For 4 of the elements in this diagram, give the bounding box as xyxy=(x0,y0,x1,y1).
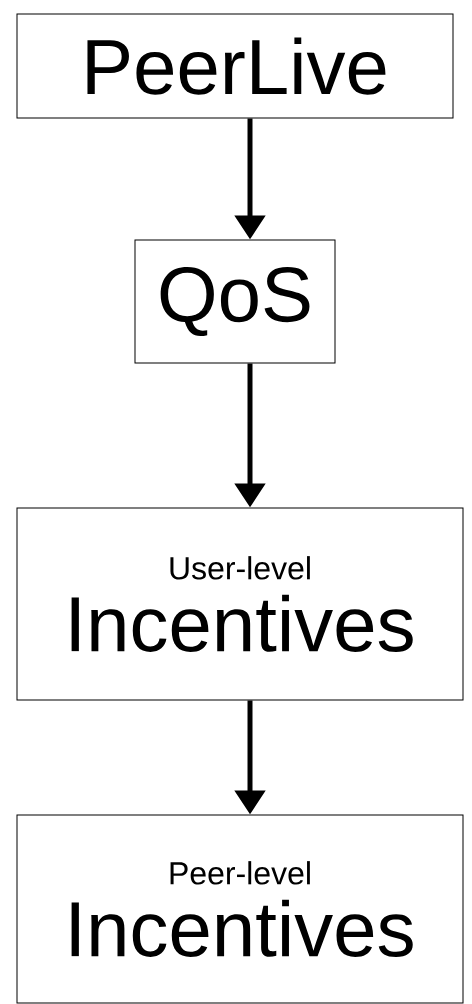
process-box: QoS xyxy=(134,239,336,364)
process-box: User-level Incentives xyxy=(16,507,464,701)
process-box: PeerLive xyxy=(16,13,454,119)
process-box: Peer-level Incentives xyxy=(16,814,464,1004)
